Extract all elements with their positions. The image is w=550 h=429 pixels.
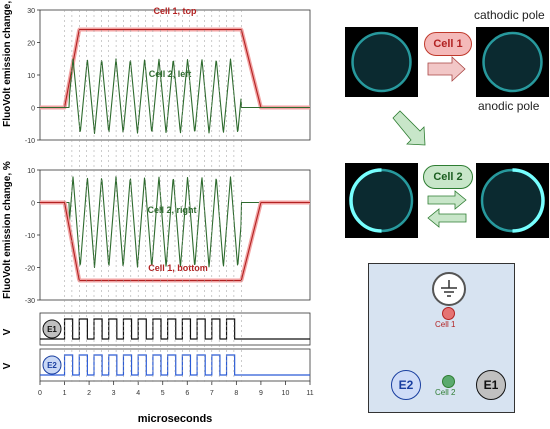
cell2-pill: Cell 2	[423, 165, 473, 189]
diagram-cell1-label: Cell 1	[435, 320, 456, 329]
cell-membrane	[351, 31, 412, 93]
y-tick-label: 20	[27, 41, 35, 48]
x-tick-label: 8	[234, 390, 238, 397]
e1-y-axis-label: V	[2, 328, 13, 335]
pulse-guide-lines	[64, 10, 242, 382]
electrode-diagram: Cell 1 E2 Cell 2 E1	[368, 263, 515, 413]
y-tick-label: 10	[27, 73, 35, 80]
bottom-y-axis-label: FluoVolt emission change, %	[2, 161, 13, 299]
y-tick-label: -20	[25, 266, 35, 273]
x-tick-label: 6	[185, 390, 189, 397]
cell-fluorescence-drawing	[480, 168, 545, 233]
anodic-pole-label: anodic pole	[478, 99, 540, 113]
cell2-back-arrow	[427, 208, 467, 228]
y-tick-label: -30	[25, 298, 35, 305]
cell2-forward-arrow	[427, 190, 467, 210]
x-axis: 0 1 2 3 4 5 6 7 8 9 10 11	[38, 381, 314, 397]
cell1-pill: Cell 1	[424, 32, 472, 56]
cell2-image-before	[345, 163, 418, 238]
e2-electrode: E2	[391, 370, 421, 400]
x-tick-label: 9	[259, 390, 263, 397]
electrode-badge-label: E1	[47, 325, 57, 334]
image-arrows	[392, 56, 467, 228]
cell-fluorescence-drawing	[351, 31, 412, 93]
cell2-marker	[442, 375, 455, 388]
cell-body	[482, 170, 543, 231]
cell-body	[483, 33, 542, 91]
series-label: Cell 2, right	[147, 205, 196, 215]
ground-icon	[432, 272, 466, 306]
cell-body	[352, 33, 411, 91]
top-y-axis-label: FluoVolt emission change, %	[2, 0, 13, 127]
x-tick-label: 0	[38, 390, 42, 397]
cell1-image-after	[476, 27, 549, 97]
x-axis-label: microseconds	[138, 413, 213, 425]
x-tick-label: 7	[210, 390, 214, 397]
y-tick-label: 10	[27, 168, 35, 175]
bright-membrane-arc	[349, 168, 382, 233]
cell2-image-after	[476, 163, 549, 238]
electrode-badge	[42, 319, 62, 339]
x-tick-label: 5	[161, 390, 165, 397]
cell1-forward-arrow	[427, 56, 466, 82]
x-tick-label: 10	[282, 390, 290, 397]
series-label: Cell 2, left	[149, 69, 192, 79]
cathodic-pole-label: cathodic pole	[474, 8, 545, 22]
y-tick-label: 0	[31, 106, 35, 113]
e2-y-axis-label: V	[2, 362, 13, 369]
cell-body	[351, 170, 412, 231]
y-tick-label: -10	[25, 233, 35, 240]
ground-symbol-icon	[441, 280, 457, 297]
transition-arrow	[392, 110, 426, 146]
x-tick-label: 2	[87, 390, 91, 397]
x-tick-label: 4	[136, 390, 140, 397]
x-tick-label: 3	[112, 390, 116, 397]
x-tick-label: 1	[63, 390, 67, 397]
cell-fluorescence-drawing	[482, 31, 543, 93]
y-tick-label: 0	[31, 201, 35, 208]
x-tick-label: 11	[306, 390, 313, 397]
cell-fluorescence-drawing	[349, 168, 414, 233]
electrode-badge	[42, 355, 62, 375]
y-tick-label: -10	[25, 138, 35, 145]
cell1-image-before	[345, 27, 418, 97]
cell-membrane	[482, 31, 543, 93]
diagram-cell2-label: Cell 2	[435, 388, 456, 397]
e1-electrode: E1	[476, 370, 506, 400]
y-tick-label: 30	[27, 8, 35, 15]
cell1-marker	[442, 307, 455, 320]
bright-membrane-arc	[512, 168, 545, 233]
series-label: Cell 1, bottom	[148, 263, 208, 273]
electrode-badge-label: E2	[47, 361, 57, 370]
